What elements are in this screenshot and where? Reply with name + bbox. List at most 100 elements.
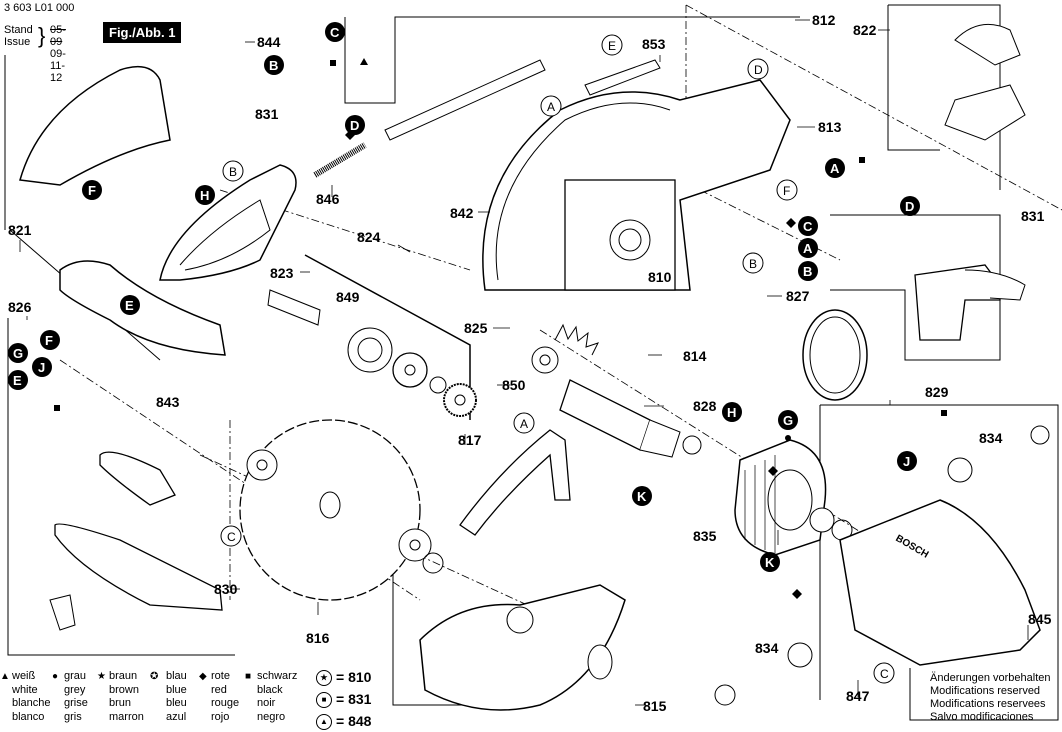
bracket-rod — [384, 59, 546, 141]
part-label-824: 824 — [357, 229, 381, 245]
svg-text:D: D — [350, 118, 359, 133]
svg-text:B: B — [229, 165, 237, 179]
label-853 — [584, 59, 661, 96]
svg-text:G: G — [13, 346, 23, 361]
connector-A-mid: A — [798, 238, 818, 258]
part-label-813: 813 — [818, 119, 842, 135]
svg-text:A: A — [547, 100, 555, 114]
armature — [531, 323, 702, 458]
part-label-847: 847 — [846, 688, 870, 704]
triangle-symbol — [360, 58, 368, 65]
part-label-814: 814 — [683, 348, 707, 364]
dot-icon: ● — [52, 671, 59, 682]
part-label-834-lower: 834 — [755, 640, 779, 656]
spring-846 — [313, 142, 367, 178]
connector-A-right: A — [825, 158, 845, 178]
part-label-835: 835 — [693, 528, 717, 544]
part-label-844: 844 — [257, 34, 281, 50]
svg-text:K: K — [637, 489, 647, 504]
part-label-850: 850 — [502, 377, 526, 393]
dot-symbol — [785, 435, 791, 441]
connector-D-outline: D — [747, 58, 769, 80]
part-label-846: 846 — [316, 191, 340, 207]
group-bracket-826 — [7, 318, 235, 656]
part-label-826: 826 — [8, 299, 32, 315]
issue-date: 09-11-12 — [50, 48, 66, 84]
connector-E-826: E — [8, 370, 28, 390]
svg-text:F: F — [88, 183, 96, 198]
connector-F-left: F — [82, 180, 102, 200]
svg-text:B: B — [749, 257, 757, 271]
handle-826-bar — [59, 260, 226, 356]
connector-B-top: B — [264, 55, 284, 75]
part-label-821: 821 — [8, 222, 32, 238]
svg-text:H: H — [727, 405, 736, 420]
part-label-830: 830 — [214, 581, 238, 597]
svg-text:A: A — [803, 241, 813, 256]
legend-red: ◆ rote red rouge rojo — [199, 670, 240, 723]
connector-K-upper: K — [632, 486, 652, 506]
connector-H-left: H — [195, 185, 215, 205]
connector-C-mid: C — [798, 216, 818, 236]
wire-symbols — [54, 58, 947, 599]
spindle-shaft — [267, 289, 321, 326]
svg-text:C: C — [803, 219, 813, 234]
guard-lever — [459, 429, 571, 536]
handle-lower-shell — [54, 523, 223, 611]
connector-markers-filled: C B D F H E G J E A C A B D H G K J K F — [8, 22, 920, 572]
revision-block: Stand Issue } 05-09 09-11-12 — [4, 24, 66, 85]
part-label-849: 849 — [336, 289, 360, 305]
wire-color-legend: ▲ weiß white blanche blanco ● grau grey … — [0, 670, 302, 726]
square-symbol — [859, 157, 865, 163]
connector-G-826: G — [8, 343, 28, 363]
part-label-845: 845 — [1028, 611, 1052, 627]
motor-end-cap — [839, 499, 1041, 666]
kit-legend: ★= 810 ■= 831 ▲= 848 — [316, 666, 371, 732]
part-label-828: 828 — [693, 398, 717, 414]
connector-A-outline: A — [540, 95, 562, 117]
circled-star-icon: ✪ — [150, 671, 159, 682]
star-icon: ★ — [97, 671, 106, 682]
part-label-831-right: 831 — [1021, 208, 1045, 224]
part-label-822: 822 — [853, 22, 877, 38]
part-label-827: 827 — [786, 288, 810, 304]
connector-F-826: F — [40, 330, 60, 350]
triangle-icon: ▲ — [0, 671, 10, 682]
connector-B-mid: B — [798, 261, 818, 281]
part-label-823: 823 — [270, 265, 294, 281]
switch-box — [944, 84, 1026, 141]
square-symbol — [330, 60, 336, 66]
connector-K-lower: K — [760, 552, 780, 572]
svg-text:D: D — [754, 63, 763, 77]
handle-821 — [19, 65, 171, 186]
connector-B-outline-2: B — [742, 252, 764, 274]
connector-G-motor: G — [778, 410, 798, 430]
connector-D-right: D — [900, 196, 920, 216]
connector-markers-outlined: E A D B F B A C C — [220, 34, 895, 684]
part-label-817: 817 — [458, 432, 482, 448]
part-label-834: 834 — [979, 430, 1003, 446]
part-label-810: 810 — [648, 269, 672, 285]
svg-text:J: J — [903, 454, 910, 469]
part-label-816: 816 — [306, 630, 330, 646]
legend-blue: ✪ blau blue bleu azul — [150, 670, 187, 723]
group-bracket-831-right — [830, 214, 1001, 361]
svg-text:J: J — [38, 360, 45, 375]
part-label-831: 831 — [255, 106, 279, 122]
part-label-815: 815 — [643, 698, 667, 714]
connector-C-outline-2: C — [873, 662, 895, 684]
legend-grey: ● grau grey grise gris — [52, 670, 88, 723]
legend-white: ▲ weiß white blanche blanco — [0, 670, 51, 723]
issue-label: Issue — [4, 36, 31, 48]
square-symbol — [54, 405, 60, 411]
svg-text:H: H — [200, 188, 209, 203]
circled-triangle-icon: ▲ — [316, 714, 332, 731]
switch-trigger — [99, 451, 176, 506]
switch-cap — [954, 23, 1021, 66]
diamond-symbol — [345, 130, 355, 140]
svg-text:G: G — [783, 413, 793, 428]
svg-text:C: C — [330, 25, 340, 40]
handle-grip — [159, 164, 297, 281]
svg-text:B: B — [269, 58, 278, 73]
